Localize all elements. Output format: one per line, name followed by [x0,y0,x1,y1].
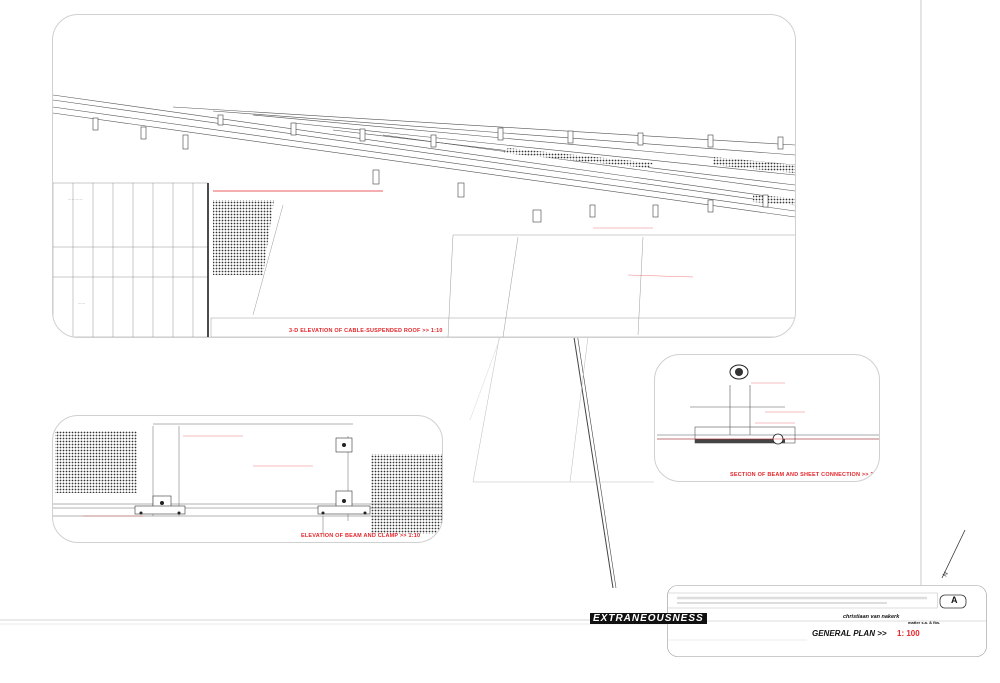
title-block-frame [667,585,987,657]
note: — — [78,301,85,305]
author-name: christiaan van nakerk [843,614,900,620]
beam-section-caption: SECTION OF BEAM AND SHEET CONNECTION >> … [730,472,879,478]
roof-elevation-caption: 3-D ELEVATION OF CABLE-SUSPENDED ROOF >>… [289,328,443,334]
note: — — — — [68,197,83,201]
roof-elevation-panel: — — — — — — 3-D ELEVATION OF CABLE-SUSPE… [52,14,796,338]
sheet-letter: A [951,595,958,605]
clamp-elevation-panel: ELEVATION OF BEAM AND CLAMP >> 1:10 [52,415,443,543]
plan-title: GENERAL PLAN >> [812,629,887,638]
clamp-elevation-drawing [53,423,442,534]
brand-logo: EXTRANEOUSNESS [590,613,707,624]
beam-section-panel: SECTION OF BEAM AND SHEET CONNECTION >> … [654,354,880,482]
svg-text:N: N [942,571,949,578]
beam-section-drawing [657,364,879,445]
clamp-elevation-caption: ELEVATION OF BEAM AND CLAMP >> 1:10 [301,533,421,539]
author-role: matter s.a. & fbs. [908,620,941,625]
roof-elevation-drawing [53,94,795,337]
plan-scale: 1: 100 [897,629,920,638]
